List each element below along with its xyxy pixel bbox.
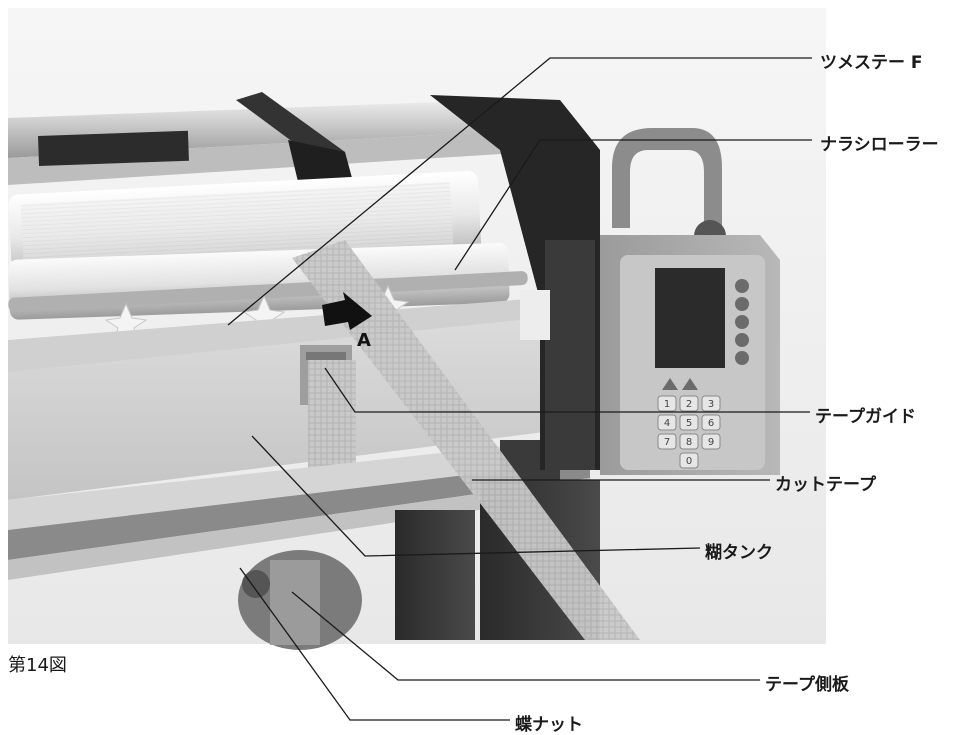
top-handle (236, 92, 352, 190)
keypad-key-label: 4 (664, 418, 670, 429)
leader-lines (227, 57, 812, 721)
control-panel: 1 2 3 4 5 6 7 8 9 0 (600, 128, 780, 475)
keypad-key-label: 7 (664, 437, 670, 448)
keypad-key-label: 0 (686, 456, 692, 467)
label-tsumesute-f: ツメステー F (820, 53, 923, 73)
tape-side-plate (238, 550, 362, 650)
keypad-key-label: 6 (708, 418, 714, 429)
tape-strip-vertical (308, 360, 356, 480)
keypad-key (679, 395, 699, 412)
keypad-key (701, 433, 721, 450)
lcd-screen (655, 268, 725, 368)
leader-tape-guide (324, 367, 810, 413)
keypad-key-label: 9 (708, 437, 714, 448)
panel-side-buttons (735, 279, 749, 365)
leader-tsumesute (227, 57, 812, 326)
keypad-key (657, 433, 677, 450)
right-frame (430, 95, 600, 470)
leader-side-plate (291, 591, 760, 681)
keypad-key (679, 452, 699, 469)
label-cut-tape: カットテープ (775, 475, 876, 495)
leader-narashi (454, 139, 812, 271)
warning-plate (38, 130, 189, 166)
direction-arrow (322, 292, 372, 330)
keypad: 1 2 3 4 5 6 7 8 9 0 (657, 395, 721, 469)
keypad-key-label: 2 (686, 399, 692, 410)
label-nori-tank: 糊タンク (705, 543, 773, 563)
keypad-key-label: 8 (686, 437, 692, 448)
keypad-key-label: 3 (708, 399, 714, 410)
panel-handle (612, 128, 722, 228)
cut-tape (292, 240, 640, 640)
keypad-key (679, 414, 699, 431)
keypad-key (701, 395, 721, 412)
butterfly-nut (242, 570, 270, 598)
keypad-key-label: 1 (664, 399, 670, 410)
keypad-key (657, 395, 677, 412)
leader-nori-tank (251, 435, 701, 557)
keypad-key (657, 414, 677, 431)
label-tape-guide: テープガイド (815, 407, 916, 427)
keypad-key (679, 433, 699, 450)
leader-butterfly-nut (239, 567, 510, 721)
keypad-key-label: 5 (686, 418, 692, 429)
label-tape-sokuban: テープ側板 (765, 675, 849, 695)
label-narashi-roller: ナラシローラー (820, 135, 939, 155)
label-chou-nut: 蝶ナット (515, 715, 583, 735)
keypad-key (701, 414, 721, 431)
arrow-a-label: A (357, 330, 371, 351)
figure-caption: 第14図 (8, 655, 67, 676)
